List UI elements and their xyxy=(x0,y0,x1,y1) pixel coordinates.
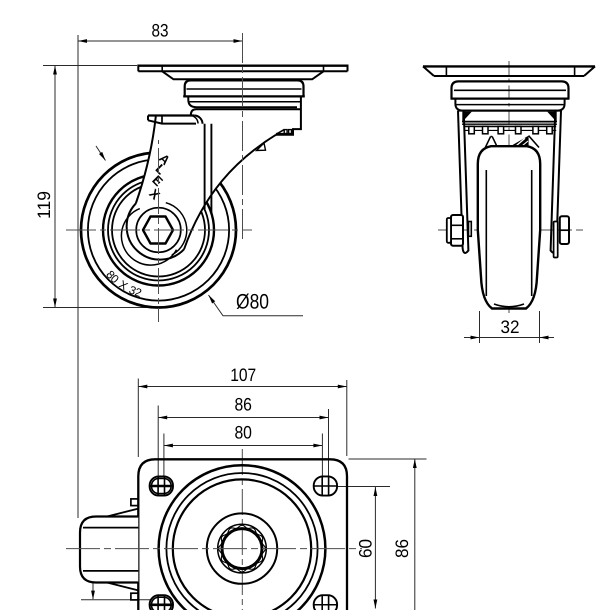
svg-text:60: 60 xyxy=(355,539,375,558)
svg-text:86: 86 xyxy=(234,395,252,415)
svg-text:83: 83 xyxy=(152,21,169,41)
svg-text:86: 86 xyxy=(392,539,412,558)
svg-text:107: 107 xyxy=(230,365,256,385)
svg-text:Ø80: Ø80 xyxy=(236,291,269,314)
svg-text:3: 3 xyxy=(127,284,138,298)
svg-text:2: 2 xyxy=(133,287,143,300)
svg-text:32: 32 xyxy=(501,317,520,337)
svg-text:119: 119 xyxy=(34,191,54,219)
svg-text:80: 80 xyxy=(234,423,252,443)
